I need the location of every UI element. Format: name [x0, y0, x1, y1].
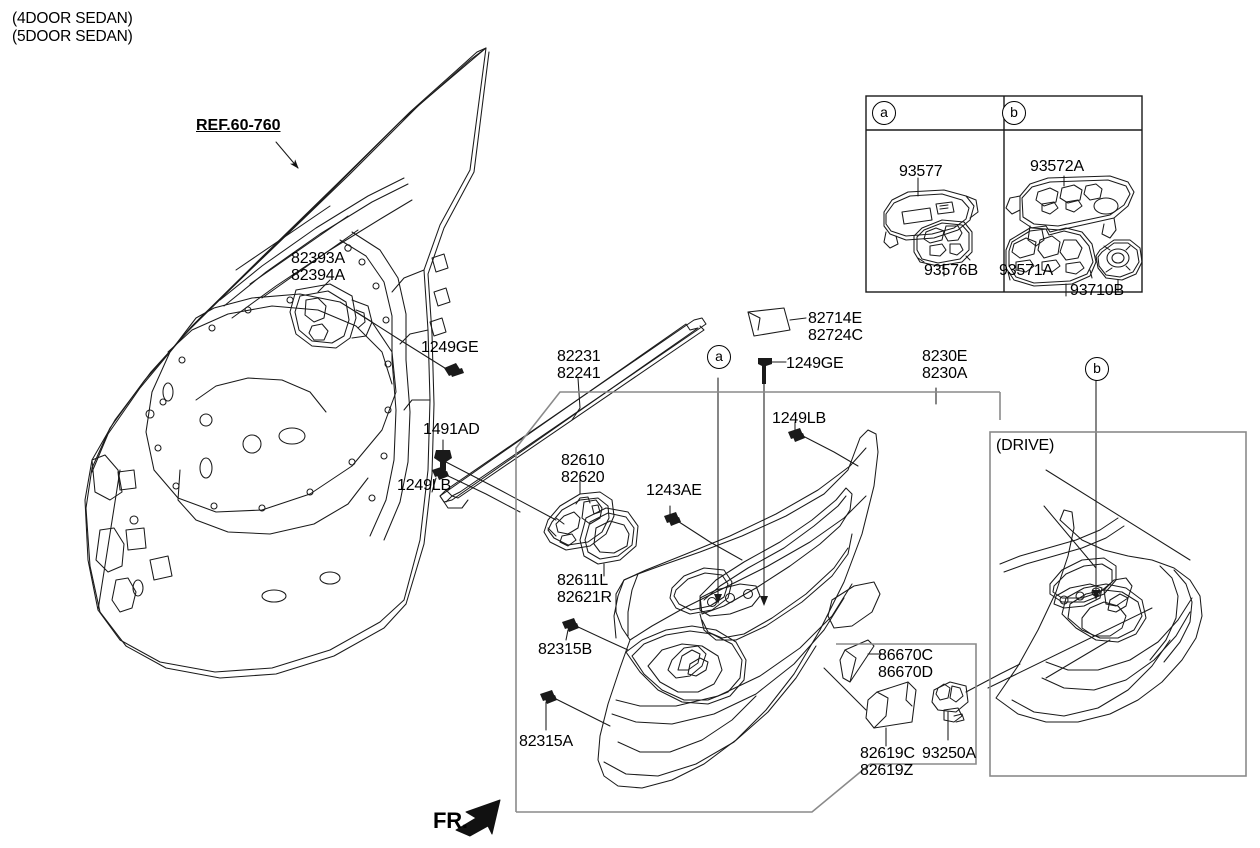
- part-82620: 82620: [561, 469, 605, 486]
- screw-1249GE-trim: [758, 358, 772, 384]
- screw-82315B: [562, 618, 579, 632]
- part-82619Z: 82619Z: [860, 762, 914, 779]
- leader-82315B-2: [575, 625, 629, 651]
- leader-1249GE-shell: [355, 311, 449, 371]
- part-82393A: 82393A: [291, 250, 345, 267]
- switch-inset-art-a: [883, 189, 979, 267]
- part-82394A: 82394A: [291, 267, 345, 284]
- part-93577: 93577: [899, 163, 943, 180]
- part-1249GE-shell: 1249GE: [421, 339, 479, 356]
- screw-82315A: [540, 690, 557, 704]
- part-86670C: 86670C: [878, 647, 933, 664]
- part-82714E: 82714E: [808, 310, 862, 327]
- part-82241: 82241: [557, 365, 601, 382]
- reference-callout: REF.60-760: [196, 117, 281, 134]
- part-8230E: 8230E: [922, 348, 968, 365]
- leader-1249LB-right-2: [800, 434, 859, 467]
- leader-82315A-2: [553, 697, 611, 727]
- part-82231: 82231: [557, 348, 601, 365]
- inset-marker-a: a: [872, 101, 896, 125]
- part-1249LB-right: 1249LB: [772, 410, 826, 427]
- inside-handle-assembly: [543, 491, 639, 565]
- front-direction-label: FR.: [433, 808, 468, 833]
- leader-1249LB-left-2: [443, 473, 521, 513]
- drive-inset-box: [989, 431, 1247, 777]
- trim-enclosure-left: [515, 391, 1000, 812]
- drive-inset-label: (DRIVE): [996, 437, 1055, 454]
- switch-inset-art-b: [1005, 175, 1143, 287]
- part-93572A: 93572A: [1030, 158, 1084, 175]
- part-82621R: 82621R: [557, 589, 612, 606]
- leader-82619C-2: [823, 667, 867, 711]
- cap-82714E: [747, 307, 791, 337]
- part-82610: 82610: [561, 452, 605, 469]
- door-trim-panel: [597, 429, 881, 789]
- inset-marker-b: b: [1002, 101, 1026, 125]
- part-86670D: 86670D: [878, 664, 933, 681]
- part-1491AD: 1491AD: [423, 421, 480, 438]
- part-1249GE-trim: 1249GE: [786, 355, 844, 372]
- part-1243AE: 1243AE: [646, 482, 702, 499]
- leader-82231: [571, 377, 581, 421]
- leader-82315B: [565, 629, 569, 641]
- clip-86670C: [839, 639, 875, 683]
- screw-1249GE-shell: [444, 363, 464, 377]
- leader-ref-60-760: [275, 141, 299, 169]
- door-shell-outline: [84, 47, 490, 679]
- part-82611L: 82611L: [557, 572, 609, 589]
- leader-1249LB-left: [431, 477, 437, 493]
- drive-inset-panel-art: [987, 469, 1203, 723]
- part-93710B: 93710B: [1070, 282, 1124, 299]
- part-8230A: 8230A: [922, 365, 968, 382]
- title-line-2: (5DOOR SEDAN): [12, 28, 133, 45]
- cover-82619C: [865, 681, 917, 729]
- clip-1249LB-left: [432, 466, 449, 480]
- trim-enclosure-bottom: [516, 763, 871, 813]
- clip-1491AD: [434, 450, 452, 470]
- part-82724C: 82724C: [808, 327, 863, 344]
- leader-93250A-2: [965, 663, 1021, 693]
- callout-marker-b: b: [1085, 357, 1109, 381]
- part-82315B: 82315B: [538, 641, 592, 658]
- leader-1491AD-2: [445, 461, 557, 521]
- callout-marker-a: a: [707, 345, 731, 369]
- leader-82393A: [317, 279, 331, 293]
- leader-1243AE-2: [675, 519, 743, 561]
- part-93576B: 93576B: [924, 262, 978, 279]
- part-93571A: 93571A: [999, 262, 1053, 279]
- part-1249LB-left: 1249LB: [397, 477, 451, 494]
- part-82315A: 82315A: [519, 733, 573, 750]
- lamp-93250A: [931, 681, 969, 723]
- part-82619C: 82619C: [860, 745, 915, 762]
- part-93250A: 93250A: [922, 745, 976, 762]
- leader-82714E: [789, 317, 807, 321]
- weatherstrip-assembly: [439, 317, 707, 509]
- screw-1243AE: [664, 512, 681, 526]
- small-parts-box: [836, 643, 977, 765]
- title-line-1: (4DOOR SEDAN): [12, 10, 133, 27]
